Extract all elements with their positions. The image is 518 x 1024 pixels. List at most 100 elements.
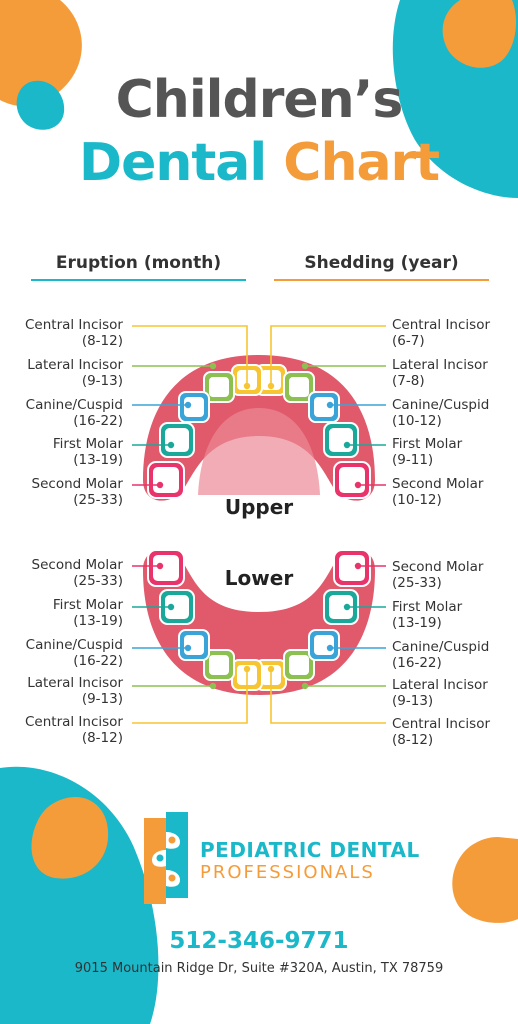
tooth-name: Second Molar (31, 557, 123, 573)
decorative-blob-top-left (0, 0, 82, 130)
lower-second-molar-right-tooth (333, 549, 371, 587)
lower-shedding-label: Second Molar(25-33) (392, 559, 518, 591)
tooth-range: (13-19) (73, 613, 123, 629)
upper-second-molar-right-leader-dot (354, 481, 362, 489)
upper-second-molar-right-tooth (333, 461, 371, 499)
upper-canine-left-tooth (178, 391, 210, 423)
tooth-range: (9-13) (81, 373, 123, 389)
upper-first-molar-left-tooth (159, 422, 195, 458)
lower-first-molar-right-leader-dot (343, 603, 351, 611)
lower-canine-left-leader-dot (184, 644, 192, 652)
upper-first-molar-right-tooth (323, 422, 359, 458)
tooth-range: (13-19) (73, 452, 123, 468)
lower-lateral-incisor-left-leader-dot (209, 682, 217, 690)
upper-lateral-incisor-right-leader-dot (301, 362, 309, 370)
lower-shedding-label: Lateral Incisor(9-13) (392, 677, 518, 709)
tooth-range: (7-8) (392, 373, 425, 389)
tooth-name: First Molar (392, 599, 463, 615)
tooth-name: Central Incisor (392, 317, 491, 333)
upper-lateral-incisor-left-leader-dot (209, 362, 217, 370)
tooth-range: (6-7) (392, 333, 425, 349)
tooth-range: (25-33) (392, 575, 442, 591)
decorative-blob-top-right (392, 0, 518, 198)
upper-first-molar-left-leader-dot (167, 441, 175, 449)
upper-central-incisor-right-leader-line (270, 325, 386, 386)
tooth-name: Lateral Incisor (392, 677, 488, 693)
upper-central-incisor-left-leader-line (132, 325, 248, 386)
decorative-blob-bottom-right (452, 837, 518, 923)
page-title-line2: Dental Chart (0, 133, 518, 193)
lower-lateral-incisor-left-tooth (203, 649, 235, 681)
upper-jaw-label: Upper (224, 495, 294, 519)
tooth-name: Canine/Cuspid (392, 639, 490, 655)
upper-eruption-label: Lateral Incisor(9-13) (0, 357, 123, 389)
brand-name-line1: PEDIATRIC DENTAL (200, 838, 420, 862)
upper-lateral-incisor-left-tooth (203, 371, 235, 403)
lower-second-molar-left-leader-dot (156, 562, 164, 570)
lower-shedding-label: First Molar(13-19) (392, 599, 518, 631)
tooth-range: (25-33) (73, 492, 123, 508)
phone-number-link[interactable]: 512-346-9771 (169, 928, 349, 954)
lower-eruption-label: Central Incisor(8-12) (0, 714, 123, 746)
tooth-range: (9-11) (392, 452, 434, 468)
upper-shedding-label: Lateral Incisor(7-8) (392, 357, 518, 389)
lower-canine-left-tooth (178, 629, 210, 661)
lower-first-molar-right-tooth (323, 589, 359, 625)
tooth-name: Second Molar (392, 476, 484, 492)
title-word-dental: Dental (78, 133, 267, 193)
upper-canine-left-leader-dot (184, 401, 192, 409)
tooth-name: Central Incisor (24, 317, 123, 333)
upper-eruption-label: Central Incisor(8-12) (0, 317, 123, 349)
pediatric-dental-logo-icon (144, 812, 188, 904)
page-title-line1: Children’s (115, 70, 404, 130)
tooth-name: Central Incisor (392, 716, 491, 732)
shedding-column-heading: Shedding (year) (304, 253, 459, 273)
upper-eruption-label: First Molar(13-19) (0, 436, 123, 468)
lower-shedding-label: Canine/Cuspid(16-22) (392, 639, 518, 671)
lower-eruption-label: Lateral Incisor(9-13) (0, 675, 123, 707)
tooth-name: Canine/Cuspid (392, 397, 490, 413)
tooth-range: (8-12) (81, 333, 123, 349)
lower-central-incisor-left-leader-line (132, 669, 248, 724)
brand-name-line2: PROFESSIONALS (200, 862, 375, 883)
upper-shedding-label: Central Incisor(6-7) (392, 317, 518, 349)
lower-shedding-label: Central Incisor(8-12) (392, 716, 518, 748)
upper-first-molar-right-leader-dot (343, 441, 351, 449)
tooth-range: (16-22) (392, 655, 442, 671)
lower-second-molar-left-tooth (147, 549, 185, 587)
lower-jaw-label: Lower (224, 566, 294, 590)
lower-central-incisor-right-leader-line (270, 669, 386, 724)
tooth-name: First Molar (52, 597, 123, 613)
eruption-underline (31, 279, 246, 281)
lower-canine-right-tooth (308, 629, 340, 661)
tooth-name: Second Molar (31, 476, 123, 492)
tooth-range: (16-22) (73, 653, 123, 669)
upper-shedding-label: Second Molar(10-12) (392, 476, 518, 508)
clinic-address: 9015 Mountain Ridge Dr, Suite #320A, Aus… (74, 961, 444, 976)
upper-canine-right-leader-dot (326, 401, 334, 409)
shedding-underline (274, 279, 489, 281)
upper-palate (198, 408, 320, 495)
upper-second-molar-left-leader-dot (156, 481, 164, 489)
lower-canine-right-leader-dot (326, 644, 334, 652)
lower-eruption-label: First Molar(13-19) (0, 597, 123, 629)
tooth-range: (10-12) (392, 492, 442, 508)
lower-central-incisor-right-leader-dot (267, 665, 275, 673)
upper-canine-right-tooth (308, 391, 340, 423)
decorative-blob-bottom-left (0, 766, 159, 1024)
lower-lateral-incisor-right-leader-dot (301, 682, 309, 690)
tooth-name: Canine/Cuspid (25, 397, 123, 413)
tooth-range: (10-12) (392, 413, 442, 429)
tooth-range: (9-13) (392, 693, 434, 709)
upper-shedding-label: Canine/Cuspid(10-12) (392, 397, 518, 429)
lower-eruption-label: Second Molar(25-33) (0, 557, 123, 589)
title-word-chart: Chart (283, 133, 440, 193)
eruption-column-heading: Eruption (month) (55, 253, 222, 273)
tooth-range: (25-33) (73, 573, 123, 589)
tooth-name: Lateral Incisor (27, 675, 123, 691)
upper-eruption-label: Canine/Cuspid(16-22) (0, 397, 123, 429)
tooth-name: Canine/Cuspid (25, 637, 123, 653)
tooth-name: First Molar (52, 436, 123, 452)
tooth-name: First Molar (392, 436, 463, 452)
